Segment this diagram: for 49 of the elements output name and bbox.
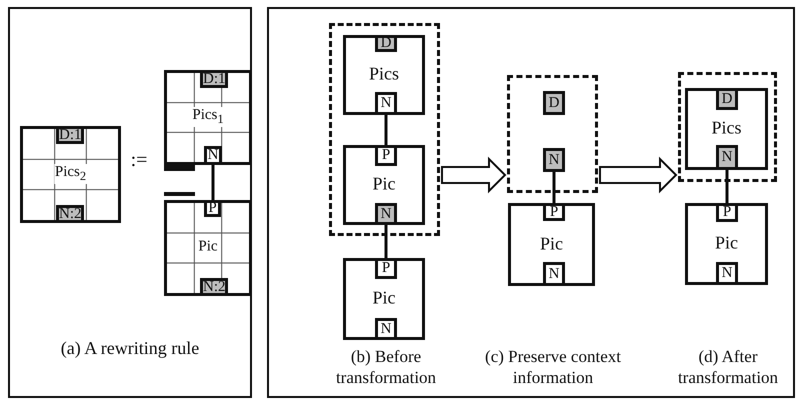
pattern-box <box>343 145 425 225</box>
connector-line <box>384 225 388 258</box>
dashed-group-frame <box>507 75 598 193</box>
caption: (d) After transformation <box>676 346 780 388</box>
port-box: N <box>716 262 738 285</box>
port-box: P <box>716 203 738 222</box>
port-box: D:1 <box>200 70 228 88</box>
panel-frame <box>267 7 795 398</box>
transform-arrow <box>441 156 506 194</box>
port-box: N <box>375 318 397 340</box>
connector-line <box>212 165 214 200</box>
panel-frame <box>8 7 252 398</box>
port-box: N <box>204 146 222 165</box>
port-box: D <box>543 91 565 115</box>
node-label: Pics <box>712 117 742 138</box>
port-box: P <box>375 145 397 166</box>
dashed-group-frame <box>678 72 777 182</box>
port-box: N:2 <box>56 205 84 223</box>
node-label: Pics$_{1}$ <box>191 106 225 126</box>
port-box: N <box>716 145 738 170</box>
pattern-box <box>343 35 425 115</box>
caption: (b) Before transformation <box>334 346 438 388</box>
caption: (c) Preserve context information <box>484 346 622 388</box>
node-label: Pics$_{2}$ <box>54 164 88 184</box>
node-label: Pic <box>372 173 396 194</box>
pattern-box <box>685 88 768 170</box>
connector-line <box>552 172 556 203</box>
port-box: P <box>375 258 397 279</box>
node-label: Pic <box>372 287 396 308</box>
dashed-group-frame <box>329 23 440 236</box>
port-box: N <box>543 262 565 286</box>
port-box: D <box>716 88 738 110</box>
connector-line <box>384 115 388 145</box>
definition-symbol: := <box>130 150 148 171</box>
transform-arrow <box>599 156 678 194</box>
port-box: N:2 <box>200 278 228 296</box>
pattern-box <box>343 258 425 340</box>
port-box: N <box>543 148 565 172</box>
port-box: D:1 <box>56 126 84 144</box>
node-label: Pics <box>369 63 399 84</box>
port-box: N <box>375 92 397 115</box>
pattern-box <box>685 203 768 285</box>
caption: (a) A rewriting rule <box>60 338 200 359</box>
port-box: P <box>543 203 565 221</box>
node-label: Pic <box>540 232 563 254</box>
connector-line <box>726 170 728 203</box>
port-box: N <box>375 203 397 225</box>
node-label: Pic <box>715 232 738 254</box>
pattern-box <box>508 203 595 286</box>
